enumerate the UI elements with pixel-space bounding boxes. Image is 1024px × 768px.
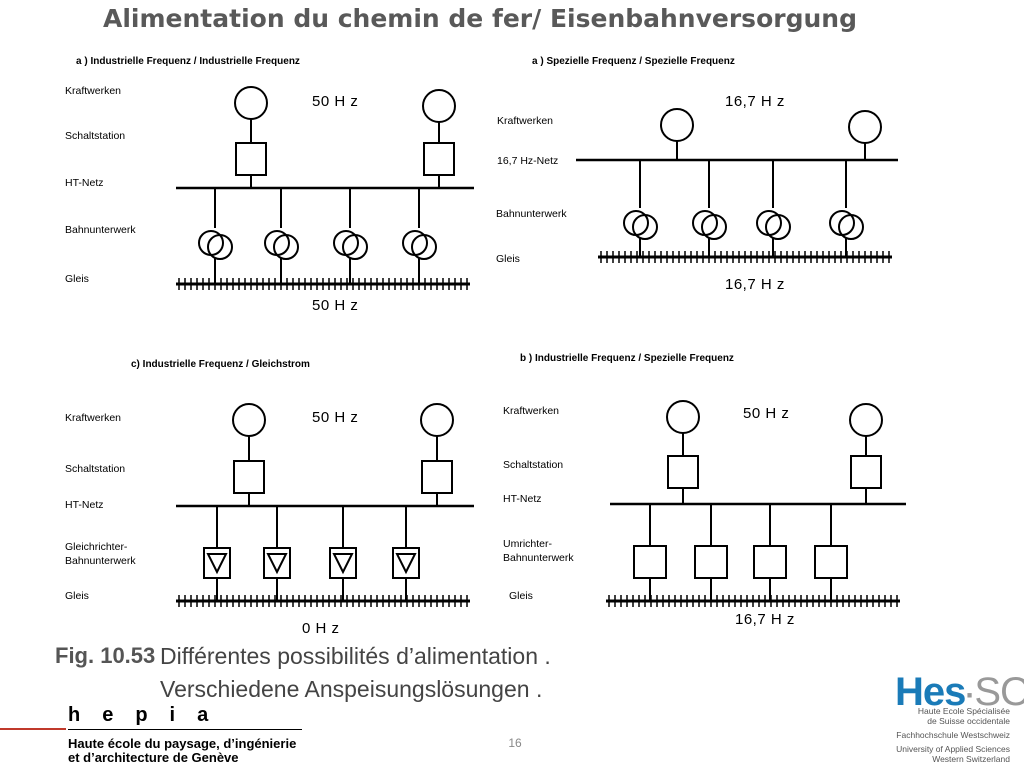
transformer-symbol-coil-b — [701, 214, 727, 240]
hes-line-4: University of Applied Sciences — [896, 744, 1010, 754]
panel-tr-freq-top: 16,7 H z — [725, 93, 785, 110]
panel-bl-freq-top: 50 H z — [312, 409, 359, 426]
generator-symbol — [234, 86, 268, 120]
hepia-name-line1: Haute école du paysage, d’ingénierie — [68, 736, 297, 751]
panel-tr-label-netz: 16,7 Hz-Netz — [497, 155, 559, 167]
switching-station-box — [421, 460, 453, 494]
panel-br-label-schaltstation: Schaltstation — [503, 459, 564, 471]
panel-tl-freq-bottom: 50 H z — [312, 297, 359, 314]
transformer-symbol-coil-b — [765, 214, 791, 240]
transformer-symbol-coil-b — [838, 214, 864, 240]
converter-box — [753, 545, 787, 579]
switching-station-box — [667, 455, 699, 489]
panel-bl-label-kraftwerken: Kraftwerken — [65, 412, 122, 424]
generator-symbol — [660, 108, 694, 142]
panel-tl-freq-top: 50 H z — [312, 93, 359, 110]
transformer-symbol-coil-b — [342, 234, 368, 260]
panel-br-label-kraftwerken: Kraftwerken — [503, 405, 560, 417]
converter-box — [694, 545, 728, 579]
panel-tl-label-ht-netz: HT-Netz — [65, 177, 104, 189]
panel-bl-title: c) Industrielle Frequenz / Gleichstrom — [131, 359, 310, 370]
hepia-logo: hepia — [68, 704, 231, 726]
generator-symbol — [232, 403, 266, 437]
hepia-divider — [68, 729, 302, 730]
panel-br-label-ht-netz: HT-Netz — [503, 493, 542, 505]
rectifier-symbol-triangle — [266, 553, 288, 575]
panel-bl-label-gleichrichter: Gleichrichter- — [65, 541, 128, 553]
hes-line-3: Fachhochschule Westschweiz — [896, 730, 1010, 740]
hes-so-logo: Hes·SO — [895, 670, 1024, 715]
rectifier-symbol-triangle — [206, 553, 228, 575]
generator-symbol — [848, 110, 882, 144]
panel-bl-label-bahnunterwerk: Bahnunterwerk — [65, 555, 136, 567]
panel-tr-freq-bottom: 16,7 H z — [725, 276, 785, 293]
hepia-red-line — [0, 728, 66, 730]
panel-br-freq-top: 50 H z — [743, 405, 790, 422]
hes-logo-main: Hes — [895, 670, 966, 714]
transformer-symbol-coil-b — [632, 214, 658, 240]
panel-bl-label-ht-netz: HT-Netz — [65, 499, 104, 511]
panel-br-label-bahnunterwerk: Bahnunterwerk — [503, 552, 574, 564]
rectifier-symbol-triangle — [332, 553, 354, 575]
panel-br-title: b ) Industrielle Frequenz / Spezielle Fr… — [520, 353, 734, 364]
panel-tr-label-gleis: Gleis — [496, 253, 520, 265]
panel-bl-label-schaltstation: Schaltstation — [65, 463, 126, 475]
figure-number: Fig. 10.53 — [55, 643, 156, 668]
panel-br-label-gleis: Gleis — [509, 590, 533, 602]
hes-logo-so: SO — [974, 670, 1024, 714]
converter-box — [633, 545, 667, 579]
switching-station-box — [233, 460, 265, 494]
panel-br-label-umrichter: Umrichter- — [503, 538, 552, 550]
generator-symbol — [849, 403, 883, 437]
panel-tr-label-bahnunterwerk: Bahnunterwerk — [496, 208, 567, 220]
panel-tl-label-schaltstation: Schaltstation — [65, 130, 126, 142]
switching-station-box — [850, 455, 882, 489]
hes-line-5: Western Switzerland — [932, 754, 1010, 764]
panel-br-freq-bottom: 16,7 H z — [735, 611, 795, 628]
hepia-name-line2: et d’architecture de Genève — [68, 750, 239, 765]
transformer-symbol-coil-b — [273, 234, 299, 260]
hes-line-2: de Suisse occidentale — [927, 716, 1010, 726]
page-number: 16 — [508, 736, 522, 750]
switching-station-box — [235, 142, 267, 176]
caption-german: Verschiedene Anspeisungslösungen . — [160, 676, 543, 702]
panel-bl-label-gleis: Gleis — [65, 590, 89, 602]
generator-symbol — [666, 400, 700, 434]
panel-tl-label-gleis: Gleis — [65, 273, 89, 285]
panel-tl-label-bahnunterwerk: Bahnunterwerk — [65, 224, 136, 236]
panel-tr-title: a ) Spezielle Frequenz / Spezielle Frequ… — [532, 56, 735, 67]
page-title: Alimentation du chemin de fer/ Eisenbahn… — [103, 4, 857, 33]
panel-bl-freq-bottom: 0 H z — [302, 620, 340, 637]
generator-symbol — [420, 403, 454, 437]
converter-box — [814, 545, 848, 579]
switching-station-box — [423, 142, 455, 176]
transformer-symbol-coil-b — [207, 234, 233, 260]
panel-tr-label-kraftwerken: Kraftwerken — [497, 115, 554, 127]
panel-tl-label-kraftwerken: Kraftwerken — [65, 85, 122, 97]
transformer-symbol-coil-b — [411, 234, 437, 260]
generator-symbol — [422, 89, 456, 123]
panel-tl-title: a ) Industrielle Frequenz / Industrielle… — [76, 56, 300, 67]
caption-french: Différentes possibilités d’alimentation … — [160, 643, 551, 669]
rectifier-symbol-triangle — [395, 553, 417, 575]
hes-line-1: Haute Ecole Spécialisée — [917, 706, 1010, 716]
